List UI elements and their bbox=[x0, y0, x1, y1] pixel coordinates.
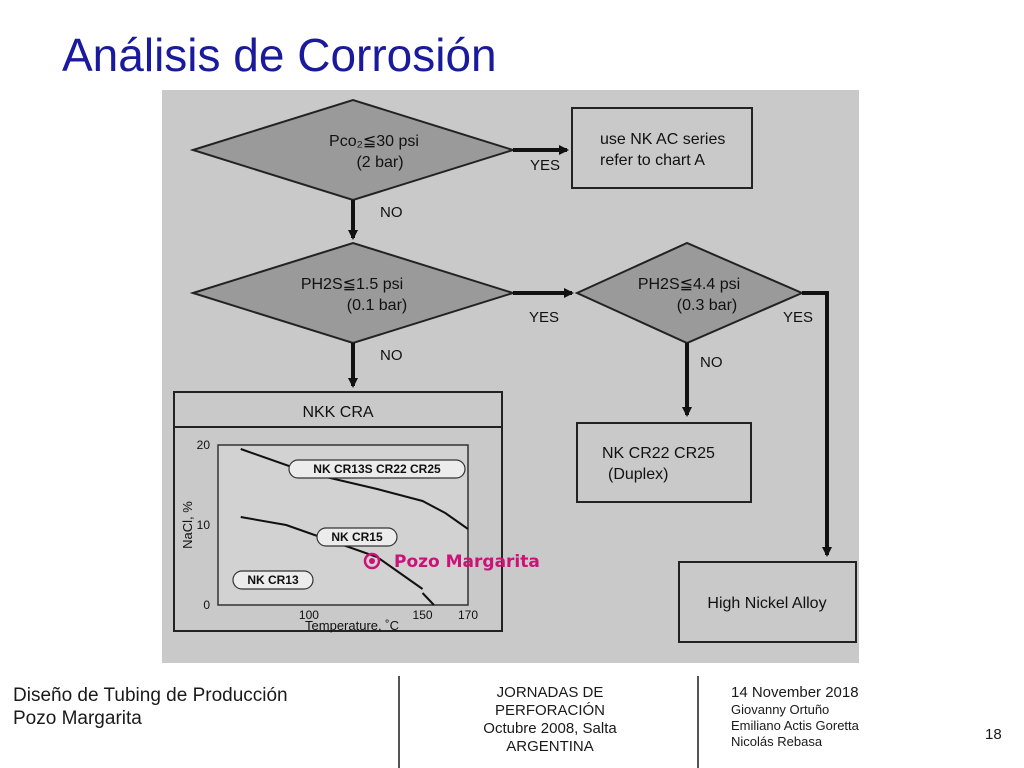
x-tick-label: 100 bbox=[299, 608, 319, 622]
series-label: NK CR13 bbox=[247, 573, 299, 587]
decision-ph2s-4-4 bbox=[574, 241, 805, 345]
label-no-1: NO bbox=[380, 204, 403, 221]
footer-well-name: Pozo Margarita bbox=[13, 708, 142, 729]
series-line-2 bbox=[421, 592, 435, 606]
footer-event-line1: JORNADAS DE bbox=[496, 684, 604, 701]
footer-date: 14 November 2018 bbox=[731, 684, 859, 701]
box-nickel-label: High Nickel Alloy bbox=[707, 595, 826, 612]
chart-x-label: Temperature, ˚C bbox=[305, 618, 399, 633]
decision-pco2 bbox=[189, 98, 517, 202]
sun-icon-core bbox=[369, 558, 375, 564]
footer-event-line3: Octubre 2008, Salta bbox=[483, 720, 617, 737]
footer-left: Diseño de Tubing de Producción Pozo Marg… bbox=[13, 684, 288, 730]
footer-middle: JORNADAS DE PERFORACIÓN Octubre 2008, Sa… bbox=[440, 684, 660, 756]
y-tick-label: 20 bbox=[197, 438, 211, 452]
footer-author-3: Nicolás Rebasa bbox=[731, 734, 823, 749]
footer-right: 14 November 2018 Giovanny Ortuño Emilian… bbox=[731, 684, 859, 750]
corrosion-flowchart: Pco₂≦30 psi (2 bar) use NK AC series ref… bbox=[162, 90, 859, 663]
decision-ph2s-1-5-line1: PH2S≦1.5 psi bbox=[301, 276, 403, 293]
box-nk-ac-line2: refer to chart A bbox=[600, 152, 705, 169]
series-label: NK CR13S CR22 CR25 bbox=[313, 462, 441, 476]
page-number: 18 bbox=[985, 726, 1002, 743]
footer-author-1: Giovanny Ortuño bbox=[731, 702, 830, 717]
series-label-pill bbox=[316, 527, 398, 547]
label-yes-2: YES bbox=[529, 309, 559, 326]
footer-author-2: Emiliano Actis Goretta bbox=[731, 718, 859, 733]
flowchart-svg: Pco₂≦30 psi (2 bar) use NK AC series ref… bbox=[173, 98, 857, 643]
label-no-3: NO bbox=[700, 354, 723, 371]
arrow-d3-yes bbox=[802, 291, 832, 557]
label-no-2: NO bbox=[380, 347, 403, 364]
box-duplex-line1: NK CR22 CR25 bbox=[602, 445, 715, 462]
box-duplex-line2: (Duplex) bbox=[608, 466, 668, 483]
decision-ph2s-1-5 bbox=[189, 241, 517, 345]
footer-event-line2: PERFORACIÓN bbox=[494, 702, 605, 719]
decision-ph2s-4-4-line2: (0.3 bar) bbox=[677, 297, 737, 314]
pozo-margarita-marker bbox=[363, 552, 381, 570]
label-yes-3: YES bbox=[783, 309, 813, 326]
cra-title: NKK CRA bbox=[302, 404, 373, 421]
decision-ph2s-4-4-line1: PH2S≦4.4 psi bbox=[638, 276, 740, 293]
box-high-nickel-alloy bbox=[678, 561, 857, 643]
page-title: Análisis de Corrosión bbox=[62, 29, 497, 81]
series-line-1 bbox=[240, 516, 424, 590]
footer-divider-2 bbox=[697, 676, 699, 768]
y-tick-label: 10 bbox=[197, 518, 211, 532]
box-nk-cr22-cr25 bbox=[576, 422, 752, 503]
footer: Diseño de Tubing de Producción Pozo Marg… bbox=[0, 668, 1024, 768]
decision-pco2-line2: (2 bar) bbox=[356, 154, 403, 171]
nacl-temperature-chart: NaCl, % Temperature, ˚C 100 150 170 0 10 20NK… bbox=[180, 438, 478, 633]
chart-y-label: NaCl, % bbox=[180, 501, 195, 549]
series-label-pill bbox=[232, 570, 314, 590]
series-label: NK CR15 bbox=[331, 530, 383, 544]
box-nk-ac-series bbox=[571, 107, 753, 189]
y-tick-label: 0 bbox=[203, 598, 210, 612]
sun-icon bbox=[363, 552, 381, 570]
footer-event-line4: ARGENTINA bbox=[506, 738, 594, 755]
decision-pco2-line1: Pco₂≦30 psi bbox=[329, 133, 419, 150]
footer-course-title: Diseño de Tubing de Producción bbox=[13, 685, 288, 706]
x-tick-label: 170 bbox=[458, 608, 478, 622]
label-yes-1: YES bbox=[530, 157, 560, 174]
series-label-pill bbox=[288, 459, 466, 479]
decision-ph2s-1-5-line2: (0.1 bar) bbox=[347, 297, 407, 314]
box-nk-ac-line1: use NK AC series bbox=[600, 131, 725, 148]
pozo-margarita-label: Pozo Margarita bbox=[394, 552, 540, 572]
footer-divider-1 bbox=[398, 676, 400, 768]
x-tick-label: 150 bbox=[413, 608, 433, 622]
